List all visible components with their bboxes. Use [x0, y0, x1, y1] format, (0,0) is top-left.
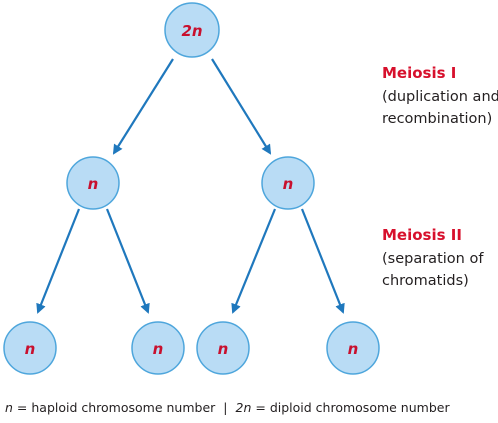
- node-level1-left: n: [66, 156, 120, 210]
- legend-diploid-text: = diploid chromosome number: [251, 400, 450, 415]
- arrows: [36, 58, 345, 314]
- node-level1-left-circle: [66, 156, 120, 210]
- arrow-right-to-leaf4: [300, 208, 345, 314]
- node-level1-right-label: n: [283, 175, 294, 193]
- legend: n = haploid chromosome number | 2n = diplo…: [5, 400, 450, 415]
- node-level2-1: n: [3, 321, 57, 375]
- arrow-root-to-right: [211, 58, 272, 155]
- node-level2-2-label: n: [153, 340, 164, 358]
- node-level2-3-circle: [196, 321, 250, 375]
- stage-meiosis-2-title: Meiosis II: [382, 226, 462, 244]
- arrow-right-to-leaf3: [231, 208, 277, 314]
- node-level1-left-label: n: [88, 175, 99, 193]
- node-level2-2-circle: [131, 321, 185, 375]
- node-level2-3: n: [196, 321, 250, 375]
- legend-separator: |: [223, 400, 227, 415]
- legend-diploid-symbol: 2n: [236, 400, 252, 415]
- node-level2-1-circle: [3, 321, 57, 375]
- node-level2-1-label: n: [25, 340, 36, 358]
- stage-meiosis-1-desc-line1: (duplication and: [382, 89, 498, 105]
- node-root-circle: [164, 2, 220, 58]
- node-level2-4-label: n: [348, 340, 359, 358]
- stage-meiosis-1-title: Meiosis I: [382, 64, 456, 82]
- node-root-label: 2n: [181, 22, 202, 40]
- node-level1-right: n: [261, 156, 315, 210]
- node-level2-2: n: [131, 321, 185, 375]
- stage-meiosis-2-desc-line2: chromatids): [382, 273, 469, 289]
- arrow-left-to-leaf2: [105, 208, 150, 314]
- node-root: 2n: [164, 2, 220, 58]
- node-level2-3-label: n: [218, 340, 229, 358]
- stage-meiosis-1-desc-line2: recombination): [382, 111, 492, 127]
- arrow-root-to-left: [112, 58, 174, 155]
- arrow-left-to-leaf1: [36, 208, 81, 314]
- stage-meiosis-2-desc-line1: (separation of: [382, 251, 484, 267]
- legend-haploid-text: = haploid chromosome number: [13, 400, 216, 415]
- node-level2-4-circle: [326, 321, 380, 375]
- legend-haploid-symbol: n: [5, 400, 13, 415]
- node-level2-4: n: [326, 321, 380, 375]
- stage-meiosis-1: Meiosis I (duplication and recombination…: [382, 64, 498, 127]
- node-level1-right-circle: [261, 156, 315, 210]
- stage-meiosis-2: Meiosis II (separation of chromatids): [382, 226, 484, 289]
